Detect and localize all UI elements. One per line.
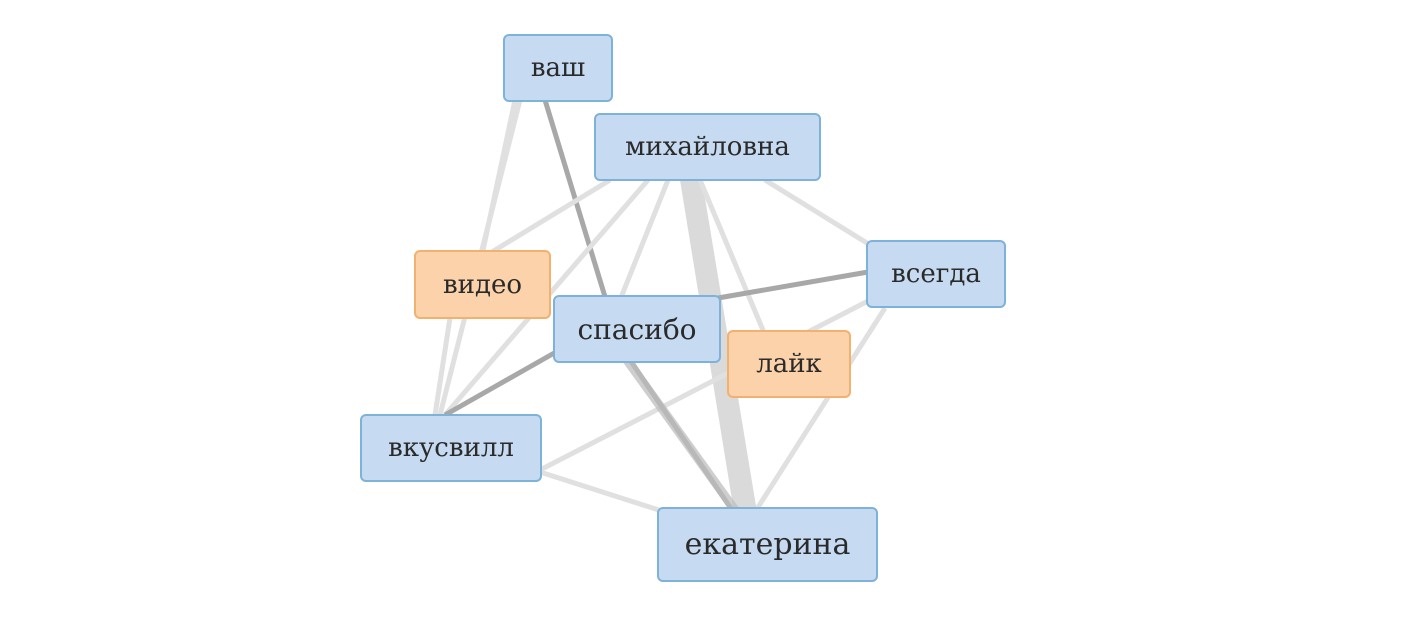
edge-vsegda-vkusvill <box>538 297 872 473</box>
edge-spasibo-ekaterina-band <box>620 353 739 513</box>
edge-mikhailovna-video <box>480 177 612 261</box>
node-vash: ваш <box>503 34 613 102</box>
edge-vkusvill-ekaterina <box>539 469 666 515</box>
edge-spasibo-vkusvill <box>443 349 558 418</box>
node-mikhailovna: михайловна <box>594 113 821 181</box>
node-video: видео <box>414 250 551 319</box>
edge-vsegda-ekaterina <box>752 306 888 514</box>
edge-mikhailovna-laik <box>697 179 768 336</box>
node-vsegda: всегда <box>866 240 1006 308</box>
edge-vsegda-spasibo <box>717 269 869 301</box>
edge-video-vkusvill <box>432 317 453 416</box>
edge-mikhailovna-vsegda <box>763 177 877 251</box>
node-vkusvill: вкусвилл <box>360 414 542 482</box>
edge-mikhailovna-spasibo <box>617 179 671 301</box>
node-laik: лайк <box>727 330 851 398</box>
node-ekaterina: екатерина <box>657 507 878 582</box>
node-spasibo: спасибо <box>553 295 721 363</box>
